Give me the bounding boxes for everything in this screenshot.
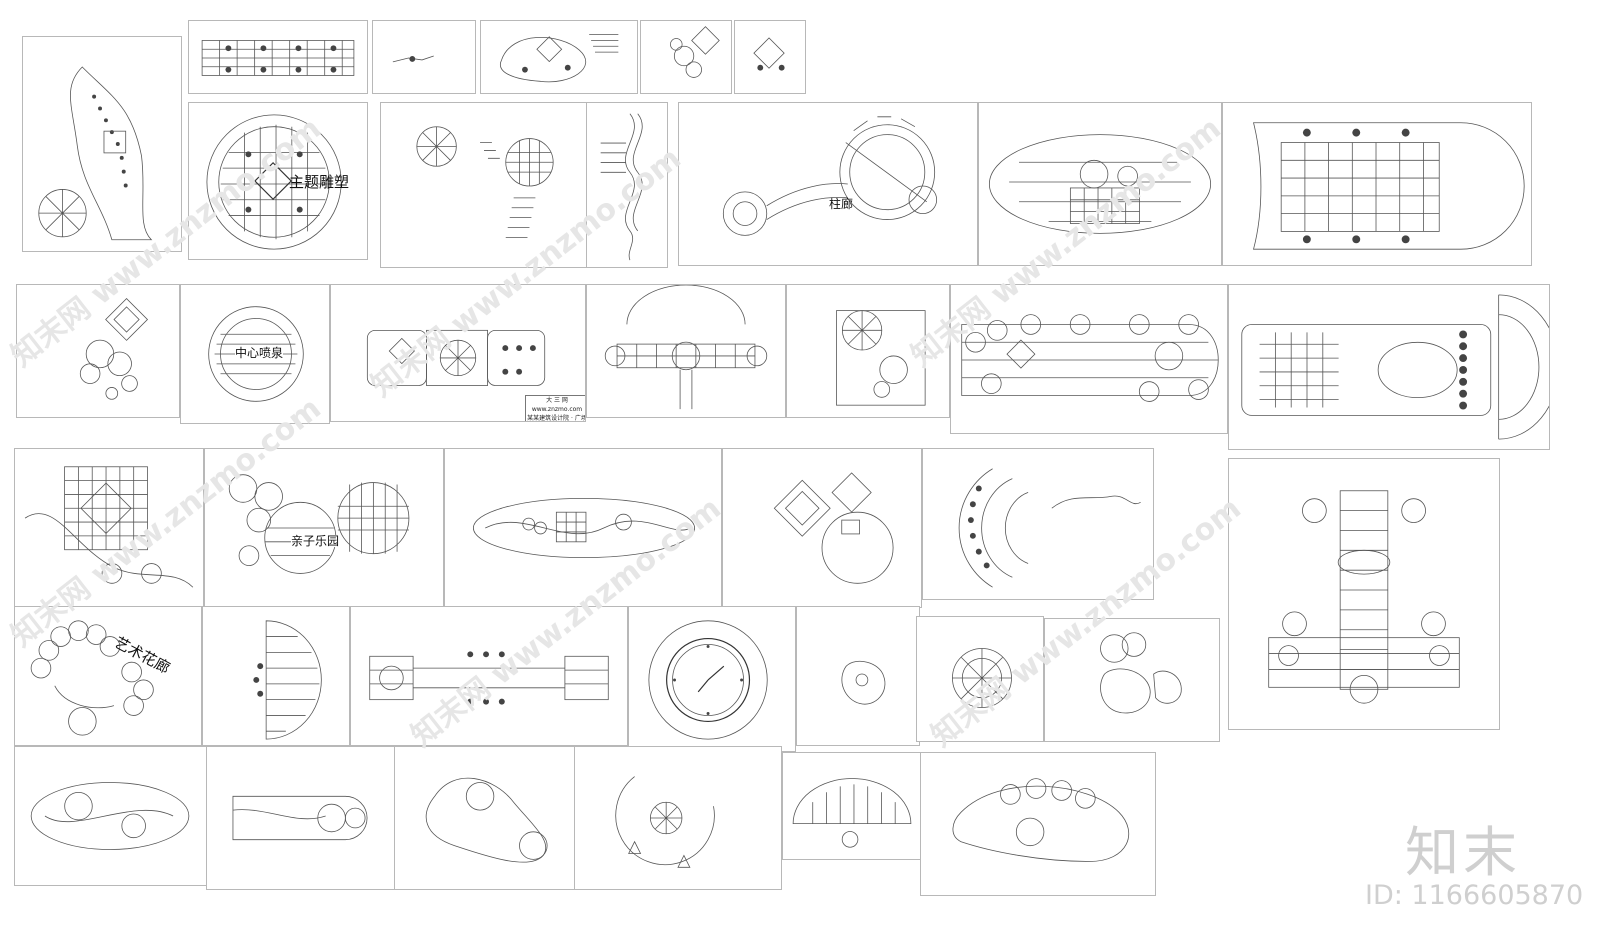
title-block-heading: 大 三 网 [546, 397, 568, 404]
drawing-sheet-tower-plaza [1228, 458, 1500, 730]
image-id: ID: 1166605870 [1365, 880, 1584, 911]
drawing-sheet-symmetric-plaza [586, 284, 786, 418]
drawing-sheet-teardrop-garden [394, 746, 576, 890]
drawing-sheet-square-fountain [734, 20, 806, 94]
drawing-sheet-long-oval-plaza [1228, 284, 1550, 450]
drawing-sheet-capsule-plaza [206, 746, 396, 890]
drawing-sheet-family-playground: 亲子乐园 [204, 448, 444, 608]
drawing-sheet-diamond-garden [722, 448, 922, 608]
drawing-sheet-three-plazas: 大 三 网 www.znzmo.com 某某建筑设计院 · 广场景观平面 [330, 284, 586, 422]
central-fountain-label: 中心喷泉 [235, 346, 284, 360]
family-playground-label: 亲子乐园 [291, 534, 340, 548]
drawing-sheet-oval-walkway [444, 448, 722, 608]
title-block-subtitle: www.znzmo.com [531, 406, 583, 413]
drawing-sheet-grid-strip [188, 20, 368, 94]
drawing-sheet-swirl-garden [920, 752, 1156, 896]
title-block: 大 三 网 www.znzmo.com 某某建筑设计院 · 广场景观平面 [525, 395, 585, 422]
drawing-sheet-pebble-garden [1044, 618, 1220, 742]
drawing-sheet-brick-square [14, 448, 204, 608]
theme-sculpture-label: 主题雕塑 [289, 173, 350, 191]
drawing-sheet-clock-plaza [628, 606, 796, 752]
drawing-sheet-tree-square [786, 284, 950, 418]
brand-logo: 知末 [1405, 821, 1521, 884]
drawing-sheet-plaza-long [22, 36, 182, 252]
drawing-sheet-compass-circle [574, 746, 782, 890]
drawing-sheet-pyramid-circles [16, 284, 180, 418]
drawing-sheet-diamond-pavilion [640, 20, 732, 94]
drawing-sheet-linear-plaza [350, 606, 628, 746]
drawing-sheet-fan-amphitheatre [922, 448, 1154, 600]
title-block-note: 某某建筑设计院 · 广场景观平面 [527, 415, 585, 422]
drawing-sheet-rounded-brick-plaza [1222, 102, 1532, 266]
drawing-sheet-art-flower-corridor: 艺术花廊 [14, 606, 202, 746]
drawing-sheet-small-path [372, 20, 476, 94]
drawing-sheet-small-pond [796, 606, 920, 746]
drawing-sheet-central-fountain: 中心喷泉 [180, 284, 330, 424]
drawing-sheet-wave-path [586, 102, 668, 268]
drawing-sheet-semicircle-lawn [782, 752, 922, 860]
drawing-sheet-oval-brick [978, 102, 1222, 266]
drawing-sheet-stepping-path [380, 102, 590, 268]
drawing-sheet-colonnade: 柱廊 [678, 102, 978, 266]
drawing-sheet-half-circle [202, 606, 350, 746]
drawing-sheet-garden-island [480, 20, 638, 94]
drawing-sheet-oval-garden [14, 746, 208, 886]
drawing-sheet-radial-circle [916, 616, 1044, 742]
colonnade-label: 柱廊 [829, 197, 854, 211]
drawing-sheet-tree-lined-plaza [950, 284, 1228, 434]
drawing-sheet-theme-sculpture: 主题雕塑 [188, 102, 368, 260]
